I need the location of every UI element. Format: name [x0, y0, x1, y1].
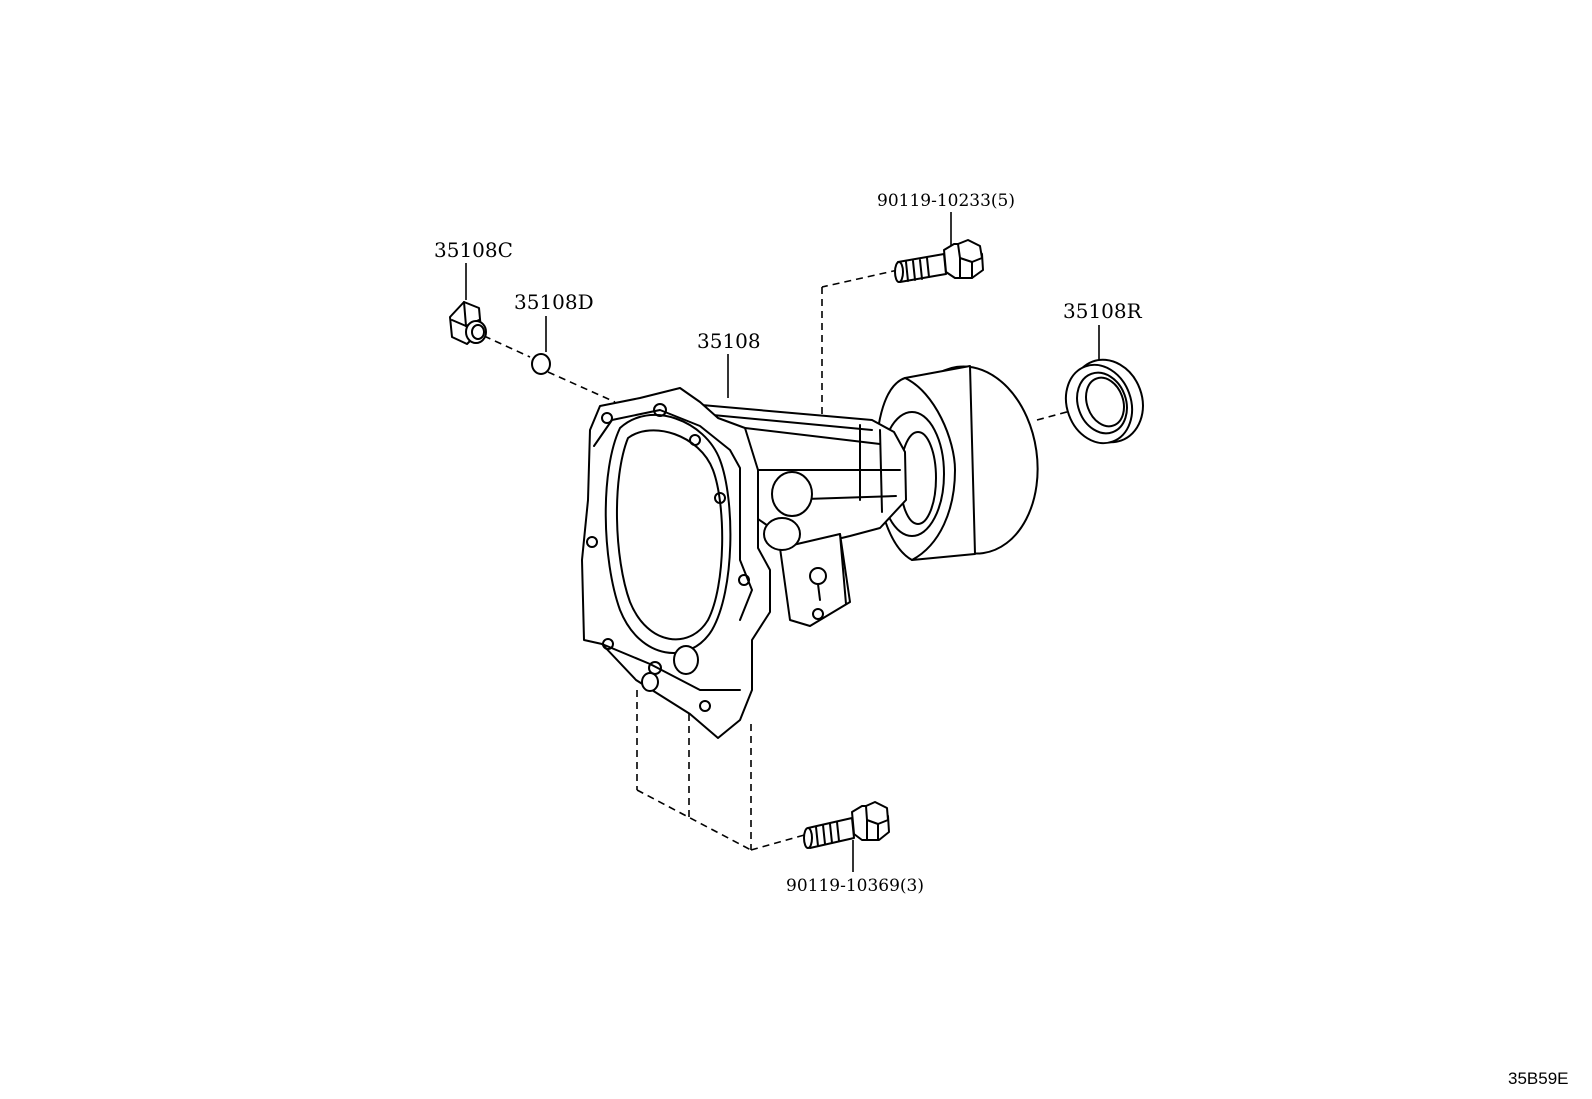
label-35108R[interactable]: 35108R [1063, 299, 1143, 323]
drain-plug-icon[interactable] [449, 301, 487, 345]
label-35108C[interactable]: 35108C [434, 238, 513, 262]
extension-housing-icon[interactable] [581, 358, 1049, 739]
upper-bolt-icon[interactable] [894, 239, 984, 283]
lower-bolt-icon[interactable] [803, 801, 890, 849]
label-90119-10369[interactable]: 90119-10369(3) [786, 876, 924, 896]
label-35108[interactable]: 35108 [697, 329, 761, 353]
oil-seal-icon[interactable] [1055, 350, 1154, 453]
gasket-ring-icon[interactable] [531, 353, 551, 375]
label-90119-10233[interactable]: 90119-10233(5) [877, 191, 1015, 211]
label-35108D[interactable]: 35108D [514, 290, 594, 314]
diagram-code: 35B59E [1508, 1069, 1569, 1088]
leader-lines [465, 212, 1100, 872]
